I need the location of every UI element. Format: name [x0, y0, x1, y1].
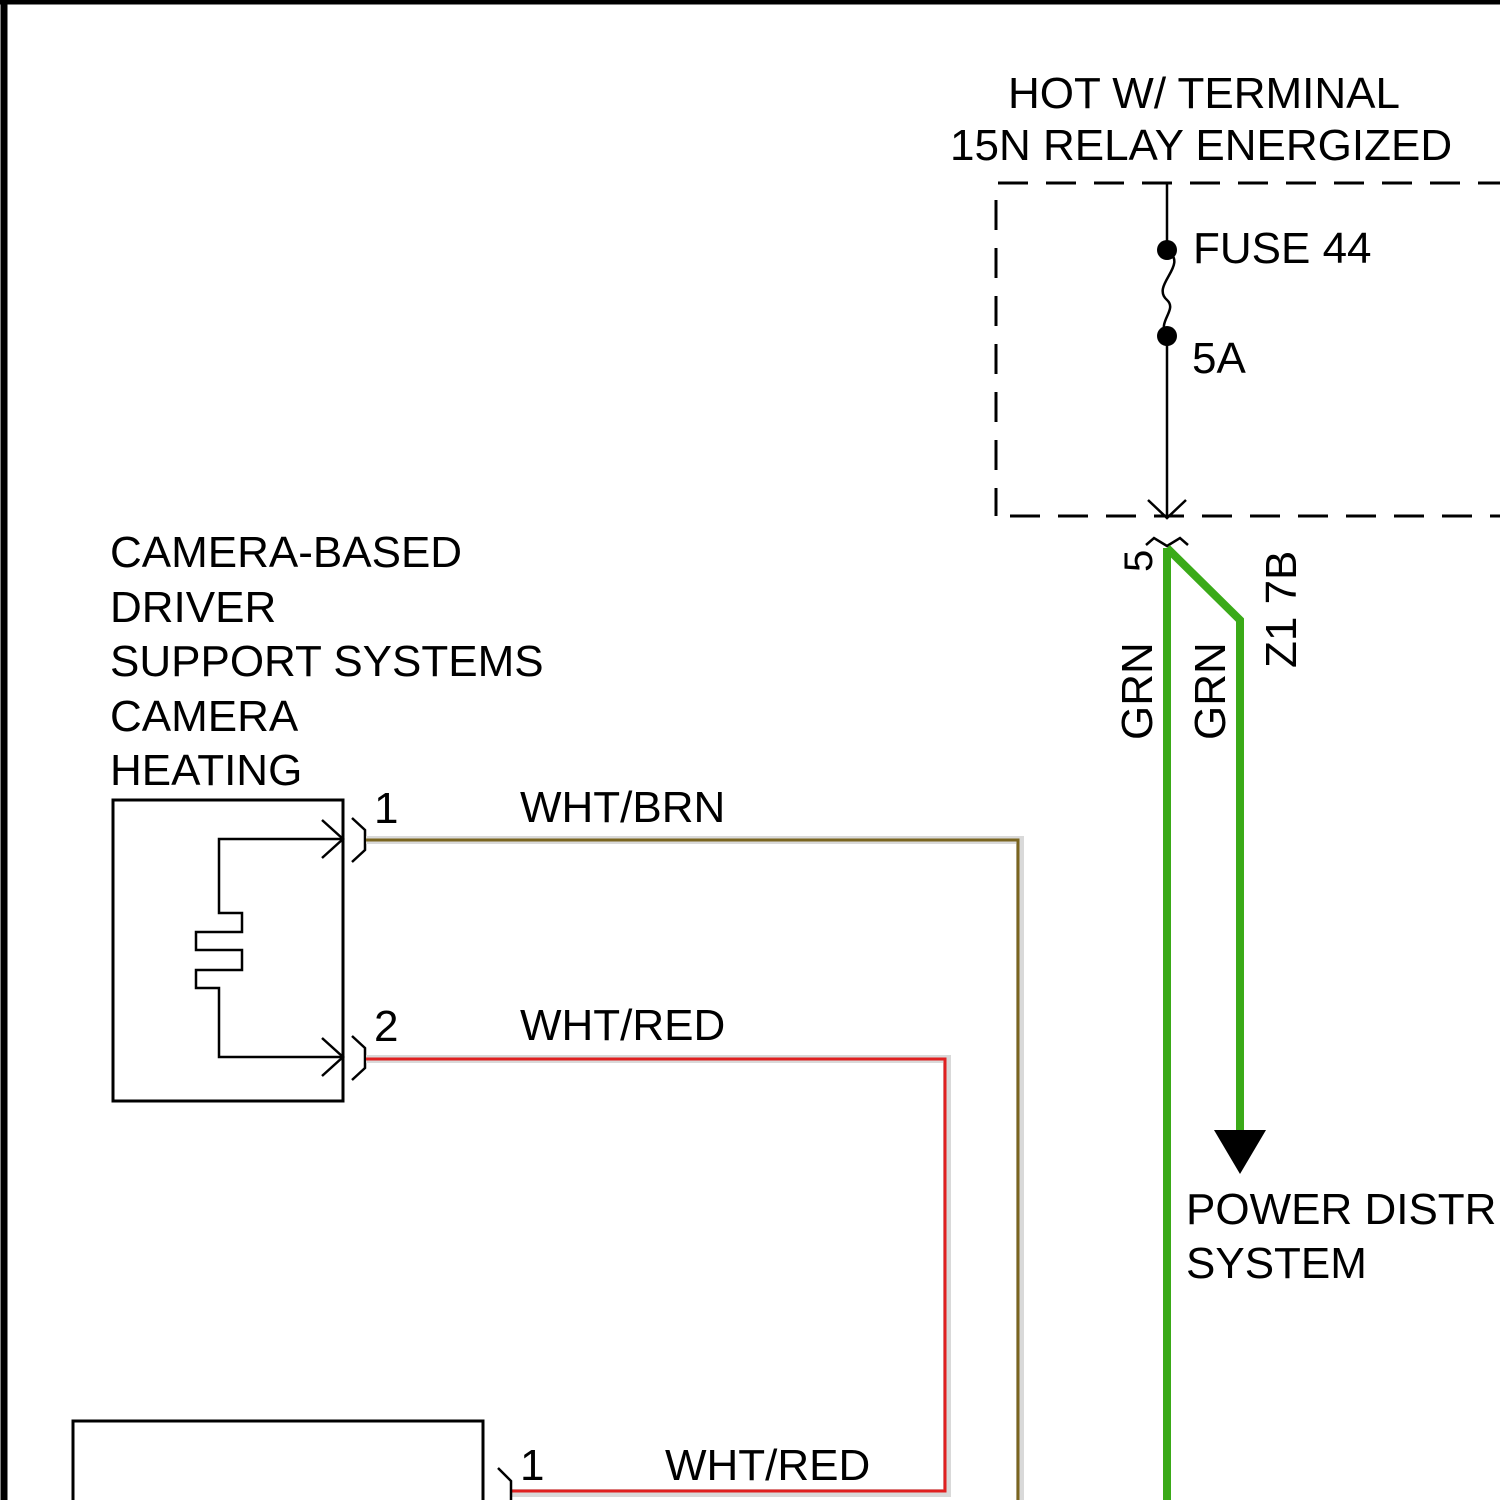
- wht-red-wire: [366, 1059, 945, 1491]
- component-line5: HEATING: [110, 746, 302, 795]
- lower-component-pin1: 1: [520, 1441, 544, 1490]
- component-pin2: 2: [374, 1002, 398, 1051]
- lower-component-box: [73, 1421, 483, 1500]
- wht-brn-label: WHT/BRN: [520, 783, 725, 832]
- grn-left-label: GRN: [1113, 642, 1162, 740]
- heater-element-icon: [196, 820, 343, 1076]
- wht-brn-wire-shadow: [366, 840, 1020, 1500]
- splice-pin: 5: [1117, 550, 1161, 572]
- fuse-name: FUSE 44: [1193, 224, 1372, 273]
- component-line4: CAMERA: [110, 692, 299, 741]
- destination-line2: SYSTEM: [1186, 1239, 1367, 1288]
- power-source-line2: 15N RELAY ENERGIZED: [950, 121, 1452, 170]
- grn-right-label: GRN: [1186, 642, 1235, 740]
- arrow-down-icon: [1214, 1130, 1266, 1174]
- wht-red-wire-shadow: [366, 1059, 947, 1493]
- wht-red-bottom-label: WHT/RED: [665, 1441, 870, 1490]
- component-line2: DRIVER: [110, 583, 276, 632]
- splice-ref: Z1 7B: [1257, 551, 1306, 668]
- pin2-connector: [352, 1036, 365, 1080]
- component-pin1: 1: [374, 784, 398, 833]
- power-source-line1: HOT W/ TERMINAL: [1008, 69, 1400, 118]
- wht-brn-wire: [366, 840, 1018, 1500]
- wht-red-top-label: WHT/RED: [520, 1001, 725, 1050]
- fuse-symbol: [1157, 183, 1177, 518]
- fuse-rating: 5A: [1192, 334, 1246, 383]
- component-line1: CAMERA-BASED: [110, 528, 462, 577]
- grn-wire-branch: [1167, 548, 1240, 1135]
- destination-line1: POWER DISTRIBUTION: [1186, 1185, 1500, 1234]
- pin1-connector: [352, 818, 365, 862]
- component-line3: SUPPORT SYSTEMS: [110, 637, 544, 686]
- lower-pin1-connector: [498, 1468, 511, 1500]
